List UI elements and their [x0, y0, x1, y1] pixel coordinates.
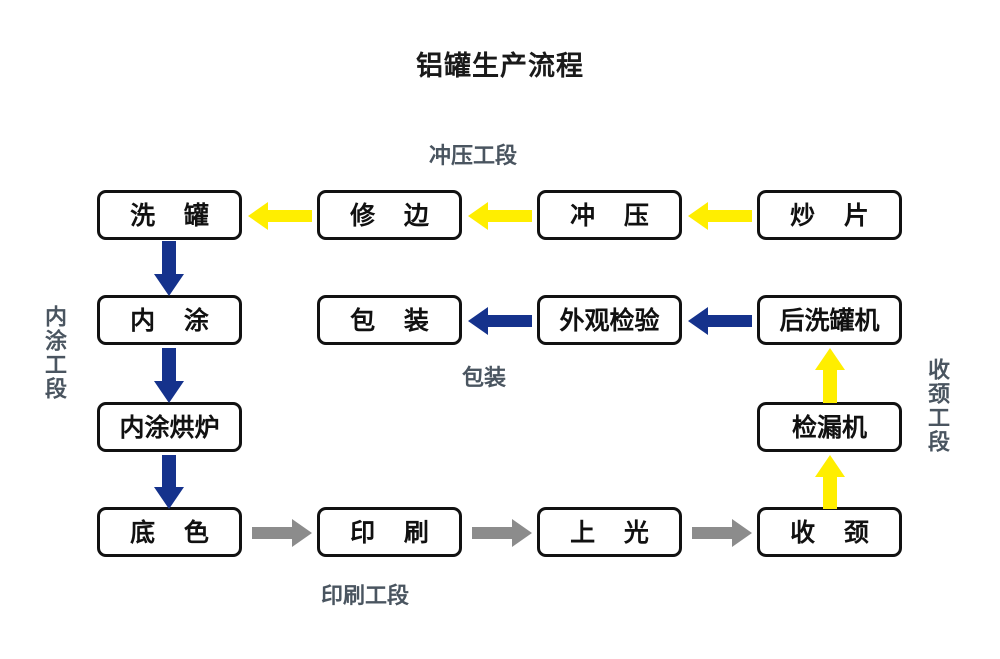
section-label-inner-coating: 内涂工段	[41, 305, 66, 401]
section-label-printing: 印刷工段	[321, 584, 410, 609]
box-visual-inspection[interactable]: 外观检验	[537, 295, 682, 345]
arrow-inspection-to-package-icon	[468, 304, 532, 338]
box-print[interactable]: 印 刷	[317, 507, 462, 557]
box-post-washer[interactable]: 后洗罐机	[757, 295, 902, 345]
box-inner-coat-oven[interactable]: 内涂烘炉	[97, 402, 242, 452]
box-necking[interactable]: 收 颈	[757, 507, 902, 557]
arrow-stamp-to-trim-icon	[468, 199, 532, 233]
arrow-leak-detector-to-post-washer-icon	[812, 348, 848, 403]
box-stamp[interactable]: 冲 压	[537, 190, 682, 240]
box-leak-detector[interactable]: 检漏机	[757, 402, 902, 452]
arrow-varnish-to-necking-icon	[692, 518, 752, 548]
section-label-stamping: 冲压工段	[429, 144, 518, 169]
arrow-oven-to-base-coat-icon	[150, 455, 188, 509]
arrow-wash-can-to-inner-coat-icon	[150, 241, 188, 296]
section-label-packaging: 包装	[462, 366, 507, 391]
box-varnish[interactable]: 上 光	[537, 507, 682, 557]
arrow-print-to-varnish-icon	[472, 518, 532, 548]
box-trim[interactable]: 修 边	[317, 190, 462, 240]
page-title: 铝罐生产流程	[416, 51, 584, 82]
box-base-coat[interactable]: 底 色	[97, 507, 242, 557]
arrow-trim-to-wash-can-icon	[248, 199, 312, 233]
arrow-post-washer-to-inspection-icon	[688, 304, 752, 338]
box-inner-coat[interactable]: 内 涂	[97, 295, 242, 345]
arrow-blank-cut-to-stamp-icon	[688, 199, 752, 233]
arrow-necking-to-leak-detector-icon	[812, 455, 848, 509]
box-package[interactable]: 包 装	[317, 295, 462, 345]
arrow-base-coat-to-print-icon	[252, 518, 312, 548]
box-wash-can[interactable]: 洗 罐	[97, 190, 242, 240]
section-label-necking: 收颈工段	[924, 358, 949, 454]
arrow-inner-coat-to-oven-icon	[150, 348, 188, 403]
box-blank-cut[interactable]: 炒 片	[757, 190, 902, 240]
